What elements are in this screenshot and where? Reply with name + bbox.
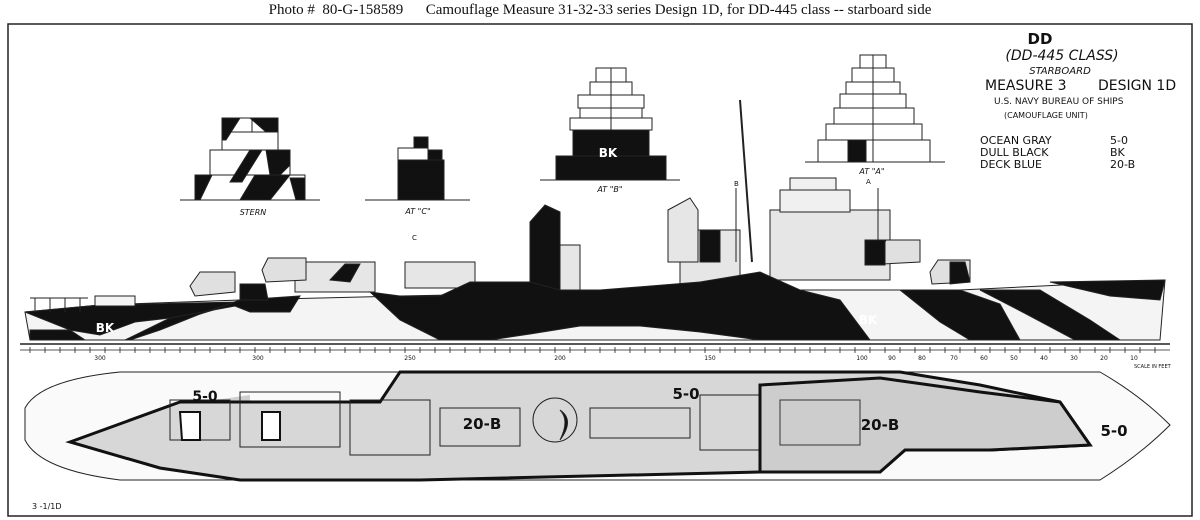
- frame-number-label: 40: [1040, 355, 1048, 362]
- frame-scale: 300 300 250 200 150 100 90 80 70 60 50 40 30 20 10 SCA…: [20, 347, 1172, 370]
- deck-label-aft-blue: 20-B: [463, 415, 502, 433]
- section-label-b: AT "B": [596, 185, 622, 194]
- legend-code-1: 5-0: [1110, 134, 1128, 147]
- frame-number-label: 90: [888, 355, 896, 362]
- profile-mark-b: B: [734, 180, 739, 188]
- title-class: (DD-445 CLASS): [1005, 48, 1118, 64]
- profile-mark-a: A: [866, 178, 871, 186]
- section-view-a: AT "A": [805, 54, 945, 176]
- frame-number-label: 100: [856, 355, 868, 362]
- frame-number-label: 150: [704, 355, 716, 362]
- frame-number-label: 200: [554, 355, 566, 362]
- deck-label-bow-gray: 5-0: [1100, 422, 1127, 440]
- frame-number-label: 250: [404, 355, 416, 362]
- section-label-c: AT "C": [404, 207, 430, 216]
- profile-bk-aft: BK: [96, 321, 115, 335]
- profile-bk-fwd: BK: [859, 313, 878, 327]
- deck-label-fwd-blue: 20-B: [861, 416, 900, 434]
- title-type: DD: [1028, 30, 1053, 48]
- deck-label-mid-gray: 5-0: [672, 385, 699, 403]
- title-measure: MEASURE 3: [985, 78, 1067, 94]
- section-label-a: AT "A": [858, 167, 884, 176]
- legend-code-3: 20-B: [1110, 158, 1135, 171]
- legend-name-1: OCEAN GRAY: [980, 134, 1052, 147]
- frame-number-label: 300: [252, 355, 264, 362]
- deck-plan: 5-0 20-B 5-0 20-B 5-0: [24, 370, 1171, 482]
- title-side: STARBOARD: [1029, 66, 1091, 77]
- section-view-b: BK AT "B": [540, 67, 680, 194]
- legend-name-3: DECK BLUE: [980, 158, 1042, 171]
- legend-code-2: BK: [1110, 146, 1126, 159]
- deck-label-aft-gray: 5-0: [192, 389, 218, 405]
- frame-number-label: 300: [94, 355, 106, 362]
- frame-number-label: 20: [1100, 355, 1108, 362]
- frame-number-label: 10: [1130, 355, 1138, 362]
- frame-number-label: 30: [1070, 355, 1078, 362]
- frame-number-label: 60: [980, 355, 988, 362]
- title-block: DD (DD-445 CLASS) STARBOARD MEASURE 3 DE…: [980, 30, 1176, 171]
- photo-caption: Photo # 80-G-158589 Camouflage Measure 3…: [268, 2, 932, 18]
- profile-mark-c: C: [412, 234, 417, 242]
- section-bk-mark: BK: [599, 146, 618, 160]
- section-view-stern: STERN: [180, 117, 320, 217]
- section-view-c: AT "C": [365, 136, 470, 216]
- legend-name-2: DULL BLACK: [980, 146, 1049, 159]
- title-unit: (CAMOUFLAGE UNIT): [1004, 111, 1088, 120]
- drawing-number: 3 -1/1D: [32, 502, 62, 511]
- drawing-border: [7, 23, 1193, 517]
- title-agency: U.S. NAVY BUREAU OF SHIPS: [994, 97, 1124, 107]
- frame-number-label: 70: [950, 355, 958, 362]
- frame-number-label: 80: [918, 355, 926, 362]
- scale-label-text: SCALE IN FEET: [1134, 364, 1172, 370]
- frame-number-label: 50: [1010, 355, 1018, 362]
- scale-label: SCALE IN FEET: [1134, 364, 1172, 370]
- profile-view: BK BK C B A: [20, 99, 1170, 345]
- section-label-stern: STERN: [240, 208, 267, 217]
- title-design: DESIGN 1D: [1098, 78, 1176, 94]
